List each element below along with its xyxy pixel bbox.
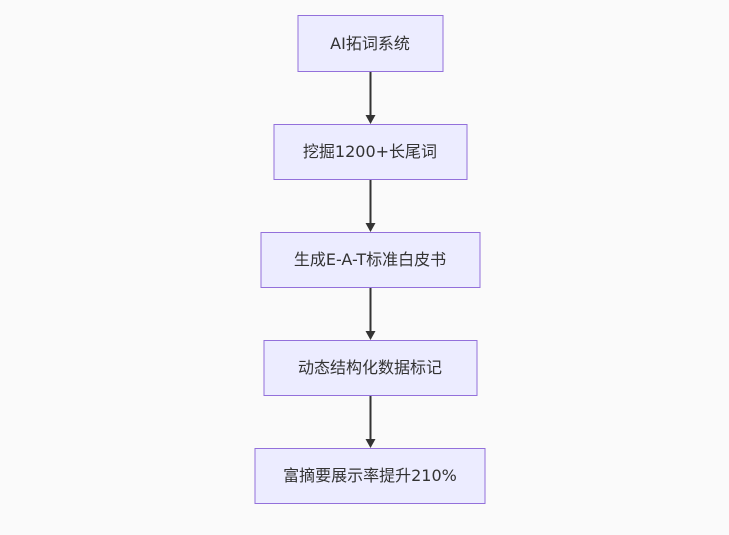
- arrow-line: [369, 288, 371, 331]
- arrowhead-down-icon: [365, 439, 375, 448]
- arrowhead-down-icon: [365, 331, 375, 340]
- arrowhead-down-icon: [365, 115, 375, 124]
- flow-node-generate-eat-whitepaper: 生成E-A-T标准白皮书: [260, 232, 480, 288]
- flow-arrow-2: [365, 180, 375, 232]
- node-label: 动态结构化数据标记: [297, 358, 442, 377]
- flow-node-dynamic-structured-data-markup: 动态结构化数据标记: [263, 340, 477, 396]
- node-label: 挖掘1200+长尾词: [302, 142, 438, 161]
- flow-node-ai-word-expansion-system: AI拓词系统: [297, 15, 443, 72]
- arrow-line: [369, 180, 371, 223]
- arrowhead-down-icon: [365, 223, 375, 232]
- node-label: 富摘要展示率提升210%: [283, 466, 457, 485]
- flow-node-mine-longtail-keywords: 挖掘1200+长尾词: [273, 124, 467, 180]
- node-label: AI拓词系统: [330, 33, 410, 53]
- flow-node-rich-snippet-rate-increase: 富摘要展示率提升210%: [254, 448, 486, 504]
- flow-arrow-4: [365, 396, 375, 448]
- arrow-line: [369, 396, 371, 439]
- node-label: 生成E-A-T标准白皮书: [293, 250, 447, 269]
- arrow-line: [369, 72, 371, 115]
- flow-arrow-1: [365, 72, 375, 124]
- flowchart-column: AI拓词系统 挖掘1200+长尾词 生成E-A-T标准白皮书 动态结构化数据标记: [254, 15, 486, 504]
- flow-arrow-3: [365, 288, 375, 340]
